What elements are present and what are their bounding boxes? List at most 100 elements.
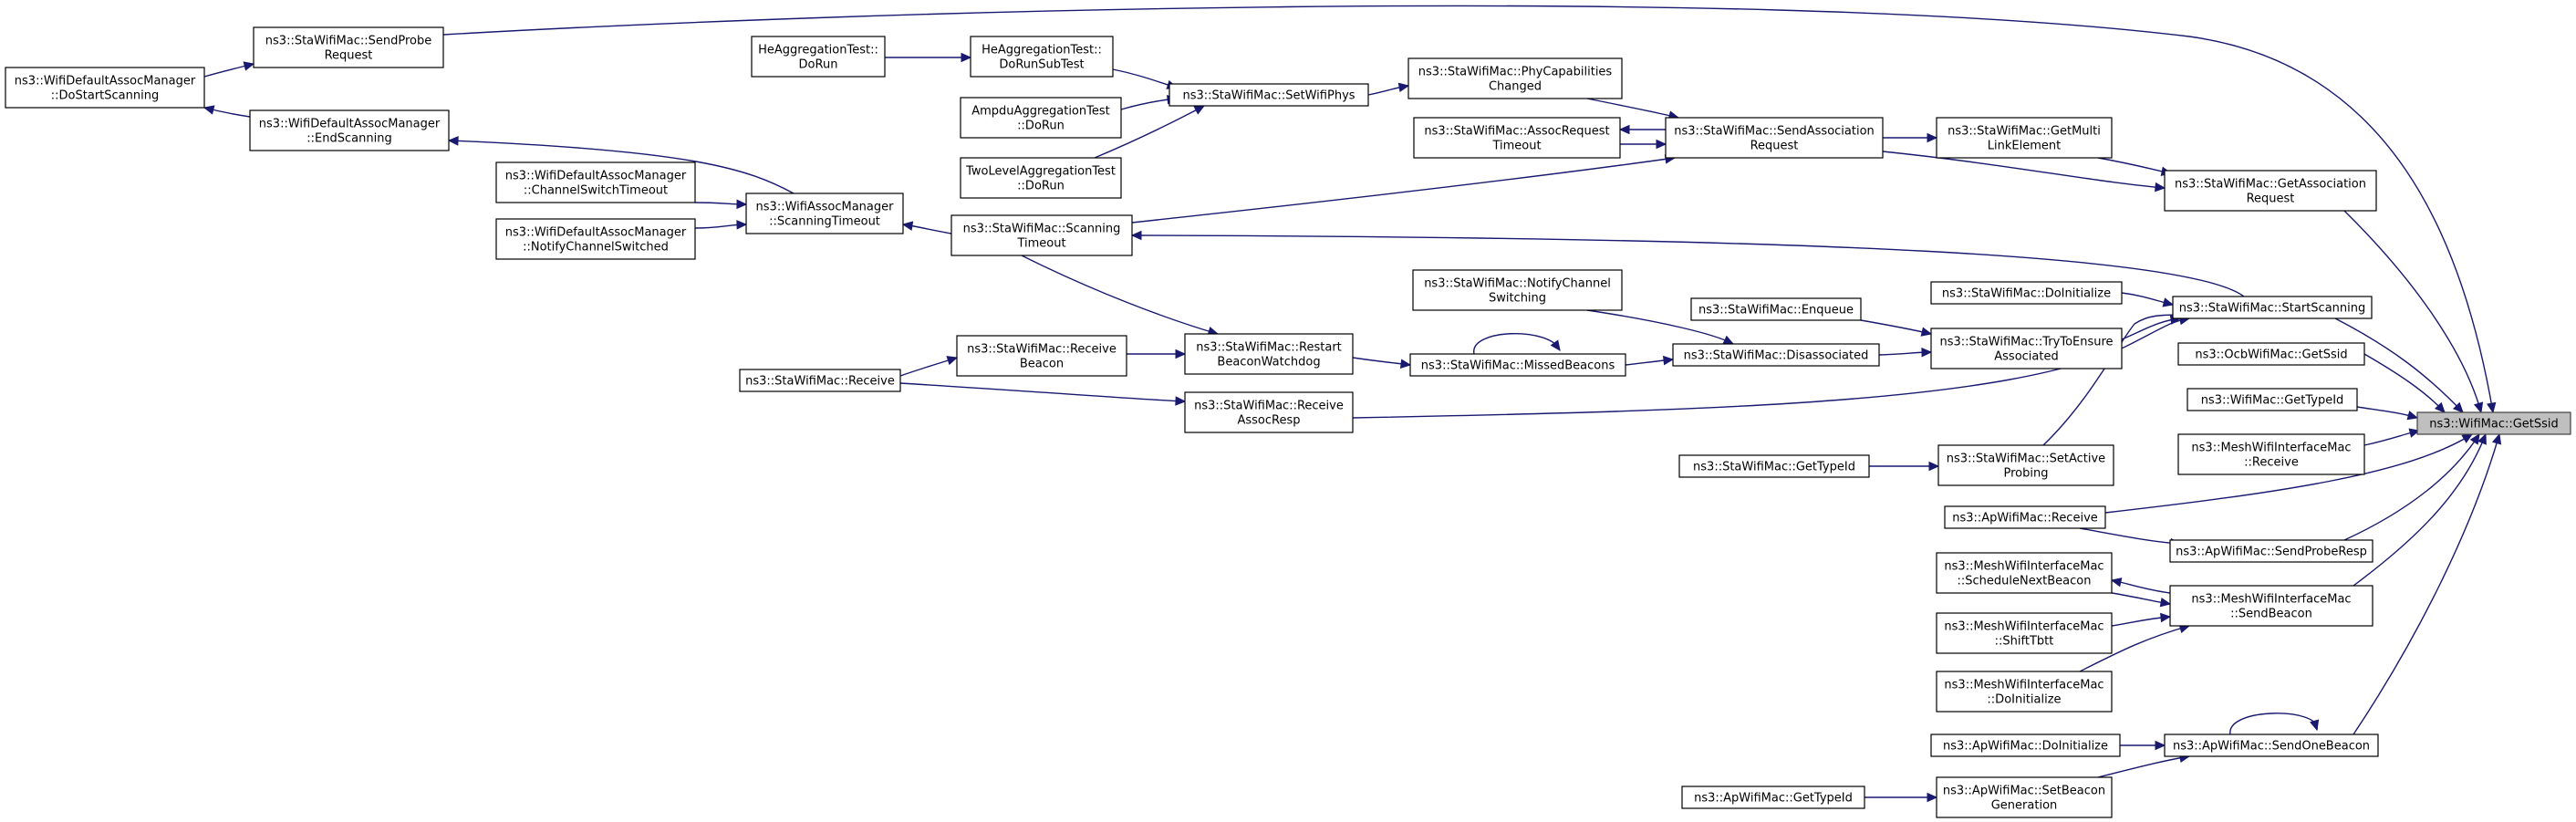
node-box: [739, 369, 901, 392]
node-stadoinit[interactable]: ns3::StaWifiMac::DoInitialize: [1930, 281, 2123, 305]
node-label-line: ::NotifyChannelSwitched: [523, 241, 669, 255]
node-chswtimeout[interactable]: ns3::WifiDefaultAssocManager::ChannelSwi…: [495, 161, 696, 203]
node-box: [960, 157, 1122, 199]
node-meshreceive[interactable]: ns3::MeshWifiInterfaceMac::Receive: [2177, 433, 2365, 475]
edge-arrowhead: [1130, 230, 1142, 241]
node-ampdu[interactable]: AmpduAggregationTest::DoRun: [960, 97, 1122, 139]
node-label-line: ns3::StaWifiMac::MissedBeacons: [1421, 359, 1615, 373]
edge-chswtimeout-to-assocscantimeout: [694, 199, 748, 210]
node-label-line: ns3::WifiMac::GetTypeId: [2201, 394, 2344, 408]
node-enqueue[interactable]: ns3::StaWifiMac::Enqueue: [1690, 297, 1862, 321]
node-label-line: Timeout: [1016, 237, 1065, 251]
node-getssid[interactable]: ns3::WifiMac::GetSsid: [2416, 411, 2571, 435]
edge-arrowhead: [1722, 335, 1735, 345]
node-startscan[interactable]: ns3::StaWifiMac::StartScanning: [2172, 296, 2373, 319]
node-label-line: ns3::StaWifiMac::SetWifiPhys: [1182, 89, 1355, 103]
node-stareceive[interactable]: ns3::StaWifiMac::Receive: [739, 369, 901, 392]
node-meshdoinit[interactable]: ns3::MeshWifiInterfaceMac::DoInitialize: [1936, 671, 2113, 713]
node-label-line: ns3::WifiDefaultAssocManager: [505, 170, 687, 183]
node-apgettypeid[interactable]: ns3::ApWifiMac::GetTypeId: [1681, 786, 1865, 809]
edge-arrowhead: [1175, 396, 1187, 406]
edge-arrowhead: [2461, 433, 2474, 443]
node-label-line: TwoLevelAggregationTest: [965, 165, 1116, 179]
node-dostartscan[interactable]: ns3::WifiDefaultAssocManager::DoStartSca…: [5, 67, 205, 109]
node-endscan[interactable]: ns3::WifiDefaultAssocManager::EndScannin…: [249, 109, 450, 151]
node-heaggsub[interactable]: HeAggregationTest::DoRunSubTest: [970, 36, 1114, 78]
node-stascantimeout[interactable]: ns3::StaWifiMac::ScanningTimeout: [950, 214, 1133, 256]
node-apdoinit[interactable]: ns3::ApWifiMac::DoInitialize: [1930, 734, 2121, 757]
node-missedbeacons[interactable]: ns3::StaWifiMac::MissedBeacons: [1409, 353, 1626, 377]
node-label-line: DoRunSubTest: [999, 58, 1084, 72]
node-notifychsw[interactable]: ns3::WifiDefaultAssocManager::NotifyChan…: [495, 218, 696, 260]
node-setwifiphys[interactable]: ns3::StaWifiMac::SetWifiPhys: [1169, 83, 1369, 107]
node-box: [950, 214, 1133, 256]
node-box: [1930, 328, 2123, 369]
node-ocbgetssid[interactable]: ns3::OcbWifiMac::GetSsid: [2177, 342, 2365, 366]
node-wifimacgettypeid[interactable]: ns3::WifiMac::GetTypeId: [2186, 388, 2358, 411]
edge-apgettypeid-to-apsetbeacongen: [1864, 792, 1938, 803]
node-meshsendbeacon[interactable]: ns3::MeshWifiInterfaceMac::SendBeacon: [2169, 585, 2373, 627]
node-box: [2177, 342, 2365, 366]
node-label-line: ns3::MeshWifiInterfaceMac: [2191, 442, 2351, 455]
edge-line: [1021, 255, 1219, 335]
node-label-line: ns3::StaWifiMac::Restart: [1196, 341, 1342, 355]
node-label-line: ::DoStartScanning: [51, 89, 159, 103]
node-twolevel[interactable]: TwoLevelAggregationTest::DoRun: [960, 157, 1122, 199]
node-label-line: ns3::StaWifiMac::SetActive: [1947, 453, 2105, 466]
node-assocscantimeout[interactable]: ns3::WifiAssocManager::ScanningTimeout: [745, 192, 904, 234]
node-meshschedule[interactable]: ns3::MeshWifiInterfaceMac::ScheduleNextB…: [1936, 552, 2113, 594]
node-meshshifttbtt[interactable]: ns3::MeshWifiInterfaceMac::ShiftTbtt: [1936, 612, 2113, 654]
edge-meshsendbeacon-to-getssid: [2353, 432, 2487, 587]
node-box: [2164, 734, 2379, 757]
node-apsendproberesp[interactable]: ns3::ApWifiMac::SendProbeResp: [2169, 539, 2373, 563]
node-box: [1184, 391, 1354, 433]
node-disassoc[interactable]: ns3::StaWifiMac::Disassociated: [1672, 343, 1880, 367]
edge-arrowhead: [2159, 598, 2172, 608]
edge-stadoinit-to-startscan: [2121, 292, 2175, 307]
edge-assocscantimeout-to-endscan: [447, 136, 795, 194]
node-label-line: ns3::StaWifiMac::StartScanning: [2179, 302, 2366, 316]
edge-arrowhead: [901, 221, 914, 231]
node-label-line: Beacon: [1020, 358, 1064, 371]
node-box: [751, 36, 886, 78]
node-heagg[interactable]: HeAggregationTest::DoRun: [751, 36, 886, 78]
edge-arrowhead: [1399, 359, 1412, 369]
node-box: [1413, 117, 1621, 159]
node-label-line: ns3::MeshWifiInterfaceMac: [1944, 679, 2103, 692]
edge-arrowhead: [2162, 297, 2175, 307]
node-apsendonebeacon[interactable]: ns3::ApWifiMac::SendOneBeacon: [2164, 734, 2379, 757]
node-label-line: Request: [325, 49, 373, 63]
node-label-line: ns3::StaWifiMac::GetAssociation: [2175, 178, 2366, 192]
node-label-line: ns3::StaWifiMac::Receive: [745, 375, 895, 389]
edge-line: [2079, 625, 2190, 672]
edge-arrowhead: [1175, 349, 1187, 359]
node-box: [1936, 117, 2113, 159]
edge-missedbeacons-to-missedbeacons: [1473, 332, 1561, 355]
node-stagettypeid[interactable]: ns3::StaWifiMac::GetTypeId: [1678, 454, 1870, 478]
node-box: [1936, 671, 2113, 713]
node-box: [495, 161, 696, 203]
node-apreceive[interactable]: ns3::ApWifiMac::Receive: [1944, 505, 2106, 529]
node-label-line: AssocResp: [1237, 414, 1300, 428]
node-label-line: ns3::StaWifiMac::AssocRequest: [1424, 125, 1609, 139]
node-box: [1681, 786, 1865, 809]
edge-stascantimeout-to-assocscantimeout: [901, 221, 952, 234]
node-label-line: Probing: [2004, 467, 2049, 481]
node-label-line: ::ChannelSwitchTimeout: [524, 184, 668, 198]
edge-arrowhead: [2408, 428, 2421, 438]
edge-arrowhead: [1920, 327, 1933, 337]
node-box: [1412, 269, 1623, 311]
